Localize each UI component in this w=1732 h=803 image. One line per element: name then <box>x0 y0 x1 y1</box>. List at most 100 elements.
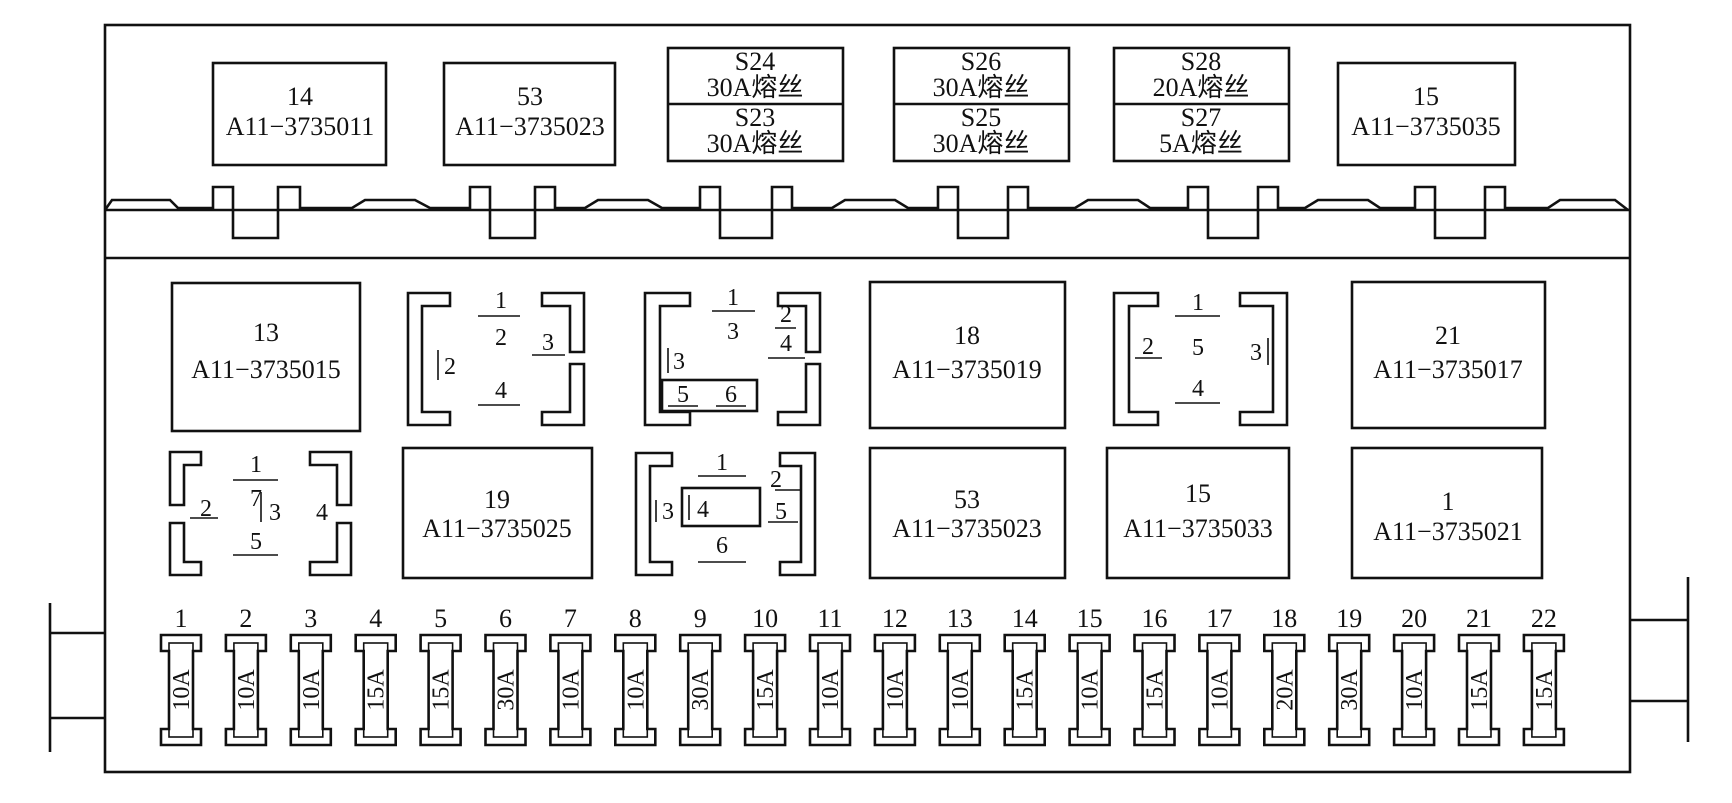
fuse-21: 21 15A <box>1457 604 1501 747</box>
fuse-element <box>233 642 259 738</box>
fuse-element <box>687 642 714 738</box>
socket-pin-label: 7 <box>250 486 262 512</box>
fuse-number: 18 <box>1271 604 1297 633</box>
socket-pin-label: 4 <box>316 500 328 526</box>
relay-part-number: A11−3735025 <box>422 514 571 543</box>
relay-socket-5pin-b: 1 5 2 3 4 <box>1112 290 1289 427</box>
socket-pin-label: 3 <box>542 330 554 356</box>
fuse-rating: 15A <box>1143 669 1169 711</box>
fuse-element <box>362 642 389 738</box>
fuse-rating: 30A熔丝 <box>933 73 1030 102</box>
fuse-label: S25 <box>961 103 1001 132</box>
socket-pin-label: 2 <box>1142 334 1154 360</box>
fuse-22: 22 15A <box>1522 604 1566 747</box>
fuse-box-outline <box>103 23 1632 774</box>
fuse-rating: 30A熔丝 <box>707 73 804 102</box>
fuse-number: 4 <box>369 604 382 633</box>
fuse-rating: 15A <box>753 669 779 711</box>
relay-13: 13 A11−3735015 <box>170 281 362 433</box>
fuse-number: 9 <box>694 604 707 633</box>
relay-part-number: A11−3735023 <box>892 514 1041 543</box>
fuse-element <box>427 642 454 738</box>
fuse-row: 110A210A310A415A515A630A710A810A930A1015… <box>159 604 1566 747</box>
fuse-rating: 10A <box>818 669 844 711</box>
fuse-rating: 15A <box>1013 669 1039 711</box>
fuse-rating: 10A <box>948 669 974 711</box>
relay-19: 19 A11−3735025 <box>401 446 594 580</box>
fuse-rating: 20A熔丝 <box>1153 73 1250 102</box>
fuse-number: 10 <box>752 604 778 633</box>
fuse-9: 9 30A <box>678 604 722 747</box>
fuse-rating: 15A <box>429 669 455 711</box>
relay-number: 1 <box>1442 487 1455 516</box>
fuse-label: S28 <box>1181 47 1221 76</box>
fuse-rating: 20A <box>1272 669 1298 711</box>
fuse-number: 3 <box>304 604 317 633</box>
relay-number: 14 <box>287 82 313 111</box>
relay-number: 19 <box>484 485 510 514</box>
fuse-number: 17 <box>1206 604 1232 633</box>
fuse-element <box>492 642 519 738</box>
socket-pin-label: 1 <box>495 288 507 314</box>
relay-part-number: A11−3735019 <box>892 355 1041 384</box>
fuse-number: 14 <box>1012 604 1038 633</box>
socket-pin-label: 6 <box>716 533 728 559</box>
fuse-number: 2 <box>239 604 252 633</box>
fuse-10: 10 15A <box>743 604 787 747</box>
relay-socket-6pin-b: 1 7 2 3 4 5 <box>168 450 353 577</box>
relay-15-top: 15 A11−3735035 <box>1336 61 1517 167</box>
fuse-rating: 30A <box>688 669 714 711</box>
fuse-pair-s28-s27: S28 20A熔丝 S27 5A熔丝 <box>1112 46 1291 163</box>
fuse-rating: 10A <box>234 669 260 711</box>
socket-pin-label: 2 <box>770 467 782 493</box>
fuse-element <box>1531 642 1557 738</box>
fuse-element <box>882 642 908 738</box>
relay-number: 18 <box>954 321 980 350</box>
fuse-rating: 10A <box>299 669 325 711</box>
relay-part-number: A11−3735023 <box>455 112 604 141</box>
fuse-18: 18 20A <box>1263 604 1306 747</box>
relay-socket-5pin: 1 2 3 2 4 <box>406 288 586 427</box>
socket-pin-label: 2 <box>200 496 212 522</box>
fuse-number: 21 <box>1466 604 1492 633</box>
socket-pin-label: 1 <box>250 452 262 478</box>
socket-pin-label: 3 <box>269 500 281 526</box>
socket-pin-label: 3 <box>673 349 685 375</box>
fuse-rating: 15A <box>1532 669 1558 711</box>
fuse-rating: 15A <box>1467 669 1493 711</box>
socket-pin-label: 2 <box>780 302 792 328</box>
fuse-label: S27 <box>1181 103 1221 132</box>
fuse-number: 22 <box>1531 604 1557 633</box>
fuse-label: S26 <box>961 47 1001 76</box>
fuse-number: 7 <box>564 604 577 633</box>
fuse-element <box>168 642 194 738</box>
fuse-rating: 10A <box>1078 669 1104 711</box>
socket-pin-label: 2 <box>444 354 456 380</box>
fuse-2: 2 10A <box>224 604 268 747</box>
fuse-pair-s24-s23: S24 30A熔丝 S23 30A熔丝 <box>666 46 845 163</box>
fuse-element <box>557 642 584 738</box>
relay-15-middle: 15 A11−3735033 <box>1105 446 1291 580</box>
left-mount-bracket <box>48 603 105 752</box>
socket-pin-label: 5 <box>250 529 262 555</box>
fuse-14: 14 15A <box>1003 604 1046 747</box>
fuse-number: 6 <box>499 604 512 633</box>
fuse-element <box>1206 642 1233 738</box>
fuse-rating: 30A熔丝 <box>933 129 1030 158</box>
fuse-element <box>946 642 973 738</box>
socket-pin-label: 1 <box>716 450 728 476</box>
fuse-element <box>752 642 778 738</box>
socket-pin-label: 3 <box>1250 340 1262 366</box>
socket-pin-label: 6 <box>725 382 737 408</box>
fuse-element <box>1466 642 1492 738</box>
fuse-element <box>1401 642 1427 738</box>
socket-pin-label: 3 <box>727 319 739 345</box>
relay-part-number: A11−3735035 <box>1351 112 1500 141</box>
fuse-number: 13 <box>947 604 973 633</box>
